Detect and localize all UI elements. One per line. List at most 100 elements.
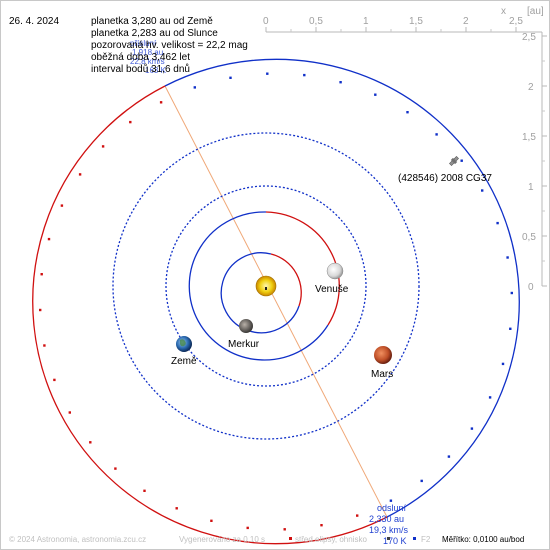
orbit-point xyxy=(435,133,438,136)
x-tick-label: 1,5 xyxy=(409,16,423,27)
orbit-point xyxy=(47,237,51,241)
orbit-point xyxy=(509,327,512,330)
info-line-5: interval bodů 31,6 dnů xyxy=(91,63,190,75)
planet-orbits xyxy=(112,132,420,440)
orbit-point xyxy=(356,514,359,517)
aphelion-line-3: 19,3 km/s xyxy=(369,525,409,535)
orbit-point xyxy=(40,273,43,276)
orbit-point xyxy=(101,145,105,148)
y-tick-label: 0 xyxy=(528,282,534,293)
venus-icon xyxy=(326,262,344,280)
orbit-point xyxy=(129,120,132,124)
orbit-point xyxy=(460,159,463,162)
x-tick-label: 0 xyxy=(263,16,269,27)
earth: Země xyxy=(171,336,197,367)
asteroid-icon xyxy=(449,156,459,166)
orbit-point xyxy=(488,396,492,399)
mercury-label: Merkur xyxy=(228,339,260,350)
orbit-point xyxy=(470,427,474,430)
mercury-orbit-red xyxy=(270,253,302,307)
venus-orbit-blue xyxy=(188,211,329,361)
date-label: 26. 4. 2024 xyxy=(9,16,59,27)
aphelion-label: odsluní 2,330 au 19,3 km/s 170 K xyxy=(369,503,409,546)
orbit-point xyxy=(406,111,409,114)
perihelion-overlay: přísluní 1,918 au 22,8 km/s 163 K xyxy=(130,39,167,75)
mercury-orbit-blue xyxy=(220,252,300,334)
mars: Mars xyxy=(371,346,393,380)
earth-orbit xyxy=(165,185,367,387)
orbit-point xyxy=(496,221,499,225)
y-tick-label: 2,5 xyxy=(522,32,536,43)
asteroid-label: (428546) 2008 CG37 xyxy=(398,173,492,184)
orbit-point xyxy=(447,455,451,458)
asteroid-orbit xyxy=(32,58,520,545)
sun-focus-marker xyxy=(265,287,267,290)
orbit-point xyxy=(159,101,163,104)
orbit-point xyxy=(229,76,232,79)
y-axis-unit: [au] xyxy=(527,6,544,17)
orbit-point xyxy=(68,411,71,414)
x-tick-label: 2 xyxy=(463,16,469,27)
orbit-point xyxy=(501,362,505,366)
footer-generated: Vygenerováno za 0,10 s xyxy=(179,535,265,544)
y-tick-label: 0,5 xyxy=(522,232,536,243)
orbit-point xyxy=(39,308,42,312)
info-line-2: planetka 2,283 au od Slunce xyxy=(91,28,218,39)
orbit-point xyxy=(60,204,64,207)
info-line-3: pozorovaná hv. velikost = 22,2 mag xyxy=(91,40,248,51)
header: 26. 4. 2024 přísluní 1,918 au 22,8 km/s … xyxy=(9,16,248,75)
orbit-point xyxy=(389,499,393,502)
venus-orbit-red xyxy=(265,211,340,326)
orbit-point xyxy=(89,441,92,444)
earth-landmass xyxy=(180,339,186,347)
footer-legend-ellipse: střed elipsy, ohnisko xyxy=(295,535,367,544)
footer: © 2024 Astronomia, astronomia.zcu.cz Vyg… xyxy=(9,535,524,544)
info-line-4: oběžná doba 3,462 let xyxy=(91,52,190,63)
mercury-icon xyxy=(239,319,253,333)
aphelion-line-4: 170 K xyxy=(383,536,407,546)
orbit-point xyxy=(210,519,213,522)
orbit-point xyxy=(510,291,513,295)
orbit-point xyxy=(246,526,249,530)
orbit-point xyxy=(303,73,306,77)
orbit-point xyxy=(53,378,56,382)
orbit-point xyxy=(283,528,286,531)
mercury: Merkur xyxy=(228,319,260,350)
orbit-point xyxy=(481,189,484,192)
mars-orbit xyxy=(112,132,420,440)
orbit-point xyxy=(266,72,269,75)
orbit-point xyxy=(320,524,323,527)
x-tick-label: 1 xyxy=(363,16,369,27)
sun xyxy=(255,275,277,297)
orbit-point xyxy=(114,467,117,470)
x-ticks: 0 0,5 1 1,5 2 2,5 xyxy=(263,16,523,32)
aphelion-line-1: odsluní xyxy=(377,503,407,513)
y-tick-label: 2 xyxy=(528,82,534,93)
perihelion-line-2: 1,918 au xyxy=(132,48,163,57)
orbit-point xyxy=(175,507,178,510)
orbit-point xyxy=(78,173,82,176)
x-axis-letter: x xyxy=(501,6,506,17)
x-tick-label: 0,5 xyxy=(309,16,323,27)
y-tick-label: 1,5 xyxy=(522,132,536,143)
orbit-point xyxy=(339,81,342,84)
venus-label: Venuše xyxy=(315,284,349,295)
footer-scale: Měřítko: 0,0100 au/bod xyxy=(442,535,524,544)
asteroid-orbit-red xyxy=(32,85,388,545)
sun-disk xyxy=(255,275,277,297)
legend-f2-marker xyxy=(387,537,390,540)
y-tick-label: 1 xyxy=(528,182,534,193)
perihelion-line-1: přísluní xyxy=(130,39,157,48)
orbit-point xyxy=(193,86,196,89)
perihelion-line-3: 22,8 km/s xyxy=(130,57,165,66)
orbit-point xyxy=(43,344,46,347)
footer-copyright: © 2024 Astronomia, astronomia.zcu.cz xyxy=(9,535,146,544)
orbit-points xyxy=(39,72,513,531)
orbit-point xyxy=(374,93,377,96)
venus: Venuše xyxy=(315,262,349,295)
x-tick-label: 2,5 xyxy=(509,16,523,27)
legend-focus-marker xyxy=(413,537,416,540)
y-ticks: 2,5 2 1,5 1 0,5 0 xyxy=(522,32,547,293)
